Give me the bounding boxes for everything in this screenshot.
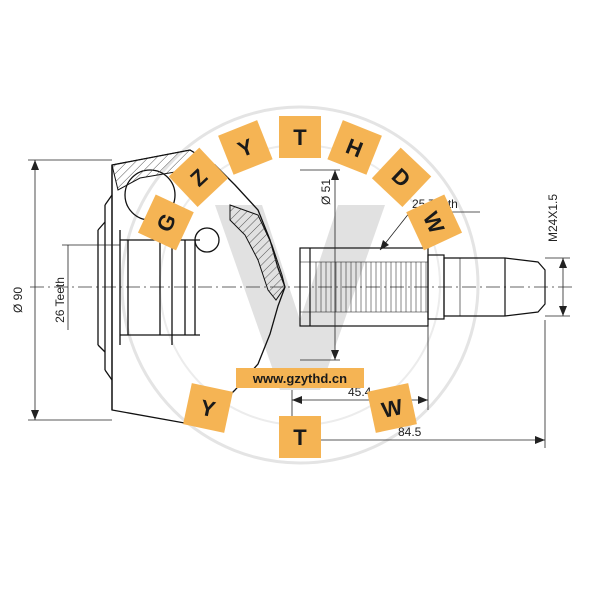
tile-background	[279, 116, 321, 158]
arc-tile-5: D	[371, 147, 432, 208]
tile-letter: Y	[198, 395, 218, 423]
tile-background	[279, 416, 321, 458]
outer-diameter-label: Ø 90	[11, 287, 25, 313]
tile-background	[183, 383, 233, 433]
threaded-stub	[427, 254, 546, 320]
stem-section-hatch	[229, 204, 286, 301]
arc-tile-6: W	[406, 194, 463, 251]
outer-housing	[97, 149, 286, 425]
arc-tile-4: H	[327, 120, 382, 175]
length-long-label: 84.5	[398, 425, 422, 439]
tile-background	[367, 383, 417, 433]
bottom-tile-2: W	[367, 383, 417, 433]
tile-background	[168, 147, 229, 208]
tile-background	[137, 194, 194, 251]
arc-tile-3: T	[279, 116, 321, 158]
bottom-tile-1: T	[279, 416, 321, 458]
tile-letter: T	[293, 425, 307, 450]
watermark-bottom-tiles: Y T W	[183, 383, 417, 458]
tile-letter: T	[293, 125, 307, 150]
arc-tile-2: Y	[218, 120, 273, 175]
watermark-ring-outer	[120, 105, 480, 465]
length-short-label: 45.4	[348, 385, 372, 399]
tile-background	[218, 120, 273, 175]
watermark-url: www.gzythd.cn	[252, 371, 347, 386]
shaft-diameter-label: Ø 51	[319, 179, 333, 205]
watermark-url-banner	[236, 368, 364, 388]
tile-background	[327, 120, 382, 175]
bottom-tile-0: Y	[183, 383, 233, 433]
inner-teeth-label: 26 Teeth	[53, 277, 67, 323]
arc-tile-0: G	[137, 194, 194, 251]
arc-tile-1: Z	[168, 147, 229, 208]
dimension-lines	[28, 159, 570, 448]
tile-background	[371, 147, 432, 208]
tile-background	[406, 194, 463, 251]
thread-label: M24X1.5	[546, 194, 560, 242]
